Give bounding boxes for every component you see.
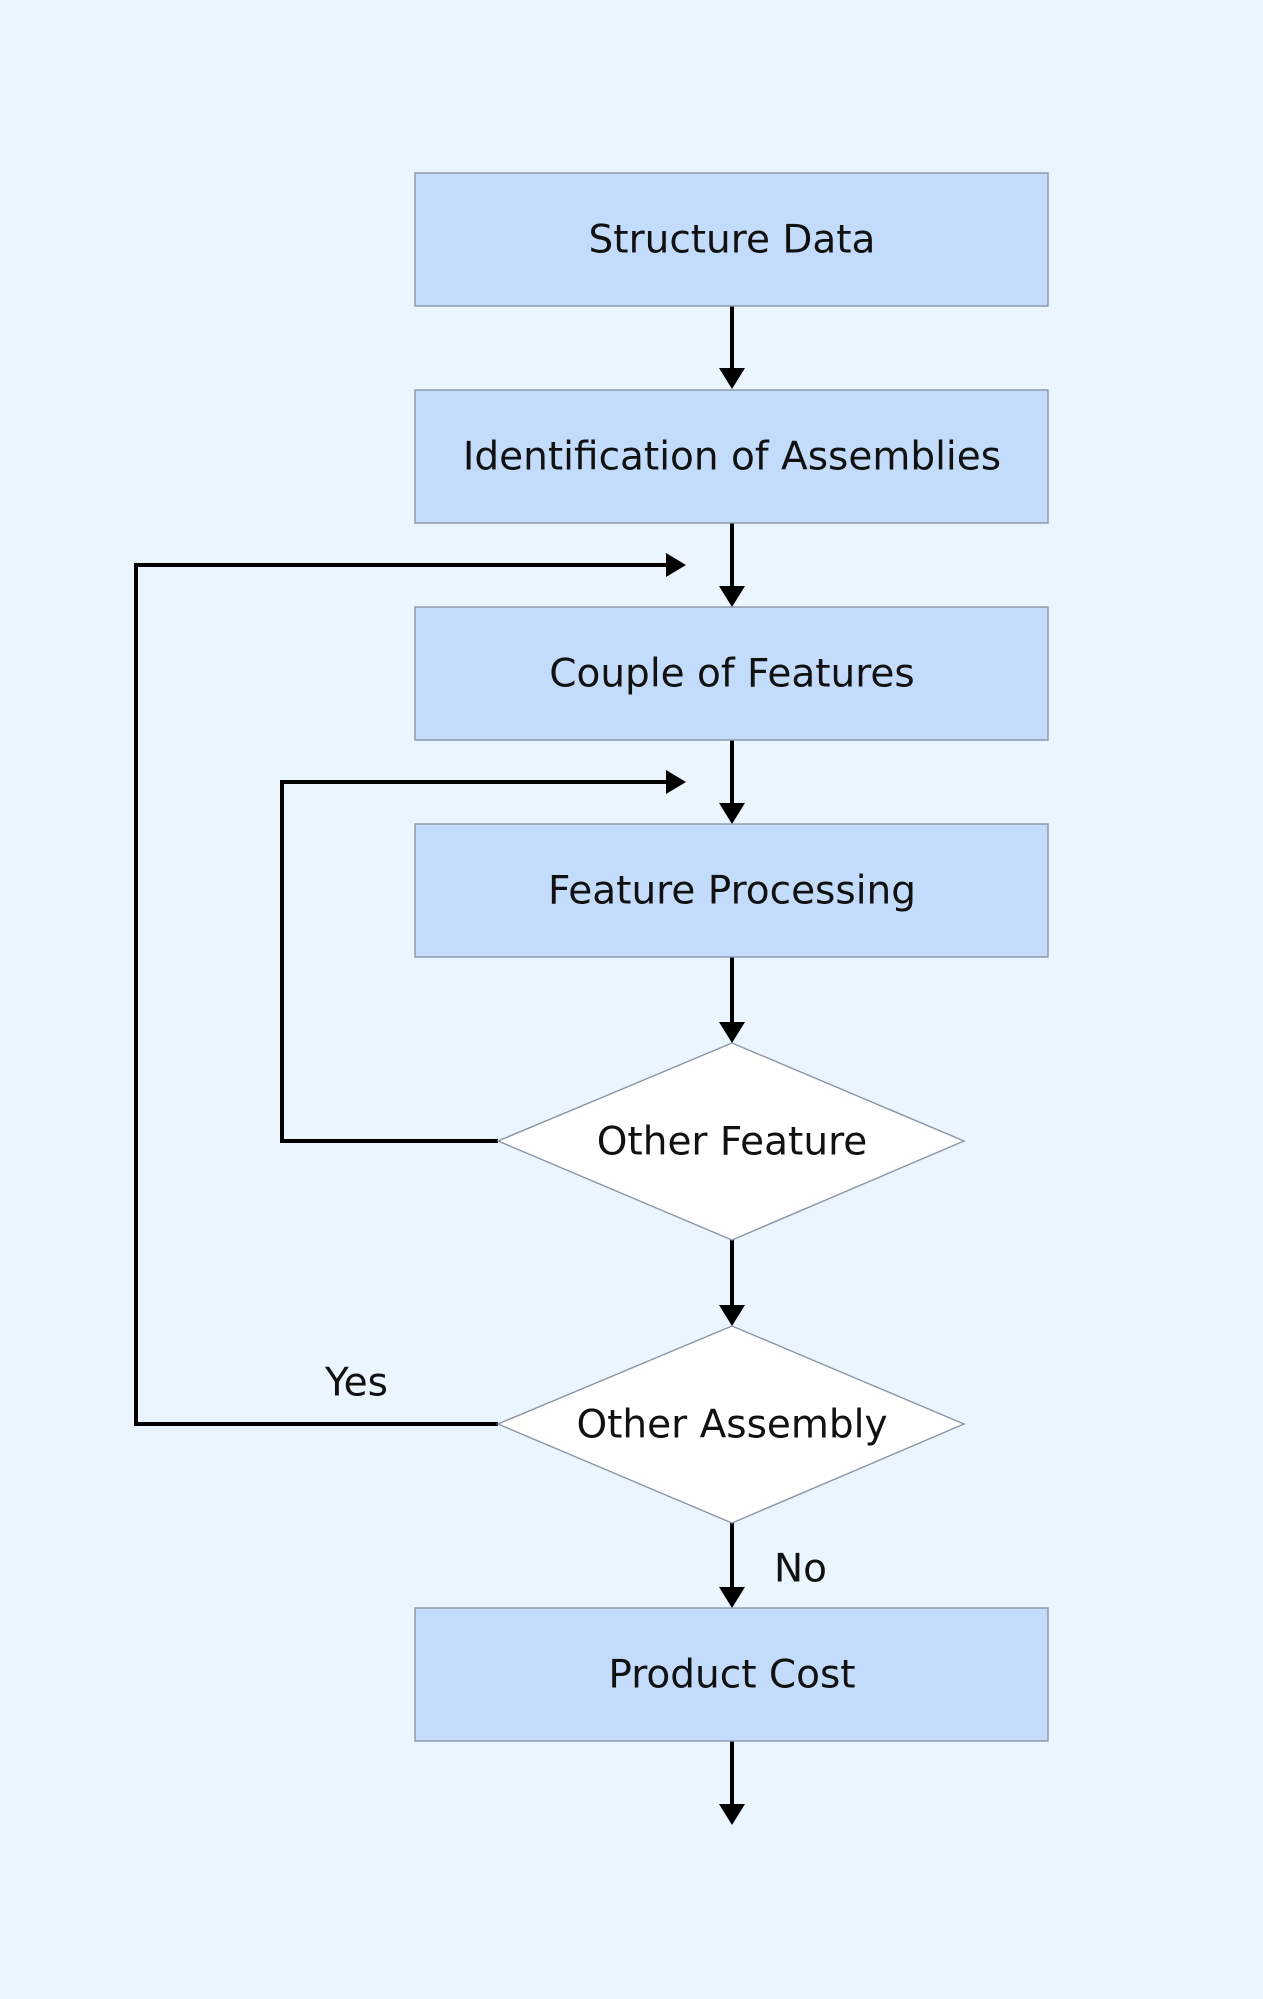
- edge-identification-to-couple: [719, 523, 745, 607]
- node-label: Structure Data: [589, 218, 876, 263]
- edge-label-yes: Yes: [324, 1361, 388, 1406]
- edge-other-assembly-to-product-cost: [719, 1523, 745, 1608]
- node-structure-data: Structure Data: [414, 172, 1049, 307]
- edge-couple-to-feature-processing: [719, 740, 745, 824]
- node-label: Feature Processing: [548, 869, 916, 914]
- node-label: Couple of Features: [549, 652, 914, 697]
- edge-other-assembly-loop: [134, 553, 686, 1426]
- node-label: Identification of Assemblies: [463, 435, 1001, 480]
- node-label: Other Assembly: [576, 1403, 887, 1448]
- node-other-assembly: Other Assembly: [496, 1325, 966, 1524]
- edge-label-no: No: [774, 1547, 827, 1592]
- edge-structure-to-identification: [719, 306, 745, 389]
- node-identification-of-assemblies: Identification of Assemblies: [414, 389, 1049, 524]
- edge-product-cost-exit: [719, 1741, 745, 1825]
- node-feature-processing: Feature Processing: [414, 823, 1049, 958]
- node-product-cost: Product Cost: [414, 1607, 1049, 1742]
- node-couple-of-features: Couple of Features: [414, 606, 1049, 741]
- node-label: Other Feature: [597, 1120, 868, 1165]
- node-label: Product Cost: [608, 1653, 855, 1698]
- edge-other-feature-to-other-assembly: [719, 1240, 745, 1326]
- edge-other-feature-loop: [280, 770, 686, 1143]
- edge-feature-processing-to-other-feature: [719, 957, 745, 1043]
- node-other-feature: Other Feature: [496, 1042, 966, 1241]
